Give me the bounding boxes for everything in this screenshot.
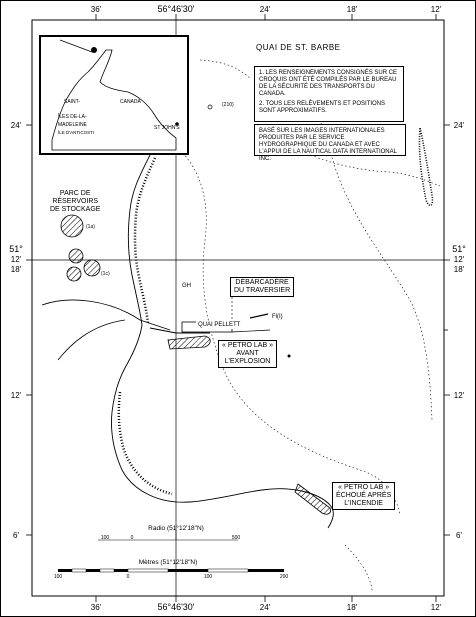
note-1: 1. LES RENSEIGNEMENTS CONSIGNÉS SUR CE C… [259, 70, 398, 97]
ferry-line2: DU TRAVERSIER [234, 287, 291, 294]
after-line3: L'INCENDIE [344, 500, 383, 507]
lat-left-4: 18' [11, 265, 22, 274]
before-line1: « PETRO LAB » [222, 342, 273, 349]
lat-left-2: 51° [9, 244, 23, 254]
frame-ticks [26, 14, 450, 602]
lon-bottom-4: 18' [347, 603, 358, 612]
lat-right-4: 18' [454, 265, 465, 274]
lat-right-5: 12' [454, 391, 465, 400]
depth-label: (210) [222, 102, 234, 108]
chart-title: QUAI DE ST. BARBE [256, 43, 341, 52]
depth-contour-3 [199, 59, 251, 79]
beach-dots-south [117, 391, 173, 496]
beach-dots-north [133, 157, 157, 325]
note-2: 2. TOUS LES RELÈVEMENTS ET POSITIONS SON… [259, 101, 386, 114]
inset-city-dot [175, 122, 179, 126]
coastline [111, 154, 334, 529]
depth-contour-5 [344, 544, 373, 591]
quay-label: QUAI PELLETT [196, 321, 243, 329]
notes-box: 1. LES RENSEIGNEMENTS CONSIGNÉS SUR CE C… [254, 66, 404, 122]
vessel-before-label: « PETRO LAB » AVANT L'EXPLOSION [218, 340, 277, 368]
storage-tank-2 [68, 248, 84, 264]
lon-top-3: 24' [260, 5, 271, 14]
inset-st-johns: ST JOHN'S [154, 125, 180, 131]
inset-left-small: ÎLE D'ANTICOSTI [57, 129, 94, 135]
inset-left-upper: ÎLES DE-LA- [57, 113, 87, 120]
anchor-symbol [287, 354, 291, 358]
lon-bottom-2: 56°46'30' [157, 602, 194, 612]
depth-contour-4 [299, 149, 441, 187]
inset-label-b: SAINT- [64, 99, 80, 105]
upper-scale-500: 500 [232, 535, 241, 541]
scale-zero: 0 [127, 574, 130, 580]
vessel-before-explosion [167, 335, 211, 350]
inset-left-lower: MADELEINE [58, 122, 88, 128]
scale-title: Mètres (51°12'18"N) [139, 558, 198, 566]
lon-bottom-3: 24' [260, 603, 271, 612]
inset-map-frame [39, 35, 189, 155]
tank-label-3: (1c) [101, 271, 110, 277]
inner-frame [31, 19, 445, 597]
storage-tank-3 [83, 259, 101, 277]
lon-top-4: 18' [347, 5, 358, 14]
inset-pointer [59, 39, 93, 53]
after-line1: « PETRO LAB » [338, 484, 390, 491]
inset-location-marker [91, 47, 97, 53]
lat-right-3: 12' [454, 255, 465, 264]
pier-line [231, 329, 271, 333]
lat-right-6: 6' [456, 531, 462, 540]
tank-label-1: (1a) [86, 224, 95, 230]
lat-left-1: 24' [11, 121, 22, 130]
island-east [418, 127, 434, 207]
lon-bottom-5: 12' [431, 603, 442, 612]
breakwater-inner [57, 319, 126, 361]
lon-top-2: 56°46'30' [157, 4, 194, 14]
before-line2: AVANT [236, 350, 259, 357]
scale-bar [58, 568, 284, 573]
inset-label-a: CANADA [120, 99, 142, 105]
depth-contour-1 [179, 149, 401, 516]
after-line2: ÉCHOUÉ APRÈS [336, 492, 392, 499]
lon-top-5: 12' [431, 5, 442, 14]
scale-right: 200 [280, 574, 289, 580]
upper-scale-100: 100 [101, 535, 110, 541]
vessel-after-fire [294, 483, 331, 515]
lon-bottom-1: 36' [91, 603, 102, 612]
depth-contour-2 [259, 69, 433, 421]
ferry-line1: DÉBARCADÈRE [235, 279, 289, 286]
breakwater-north [41, 299, 171, 331]
tank-park-line1: PARC DE [59, 190, 91, 197]
radio-label: Radio (51°12'18"N) [148, 524, 204, 532]
inset-landmass [51, 49, 177, 151]
scale-100: 100 [204, 574, 213, 580]
ferry-landing-label: DÉBARCADÈRE DU TRAVERSIER [230, 277, 295, 297]
vessel-after-label: « PETRO LAB » ÉCHOUÉ APRÈS L'INCENDIE [332, 482, 396, 510]
storage-tank-4 [66, 266, 82, 282]
causeway [149, 327, 210, 334]
scale-left: 100 [54, 574, 63, 580]
gh-label: GH [182, 283, 191, 289]
lat-right-2: 51° [452, 244, 466, 254]
lat-left-3: 12' [11, 255, 22, 264]
tank-park-label: PARC DE RÉSERVOIRS DE STOCKAGE [50, 190, 100, 214]
tank-park-line3: DE STOCKAGE [50, 206, 101, 213]
tank-park-line2: RÉSERVOIRS [52, 198, 99, 205]
light-marker [249, 313, 269, 319]
upper-scale-0: 0 [131, 535, 134, 541]
fl-label: Fl(I) [272, 314, 283, 320]
lat-right-1: 24' [454, 121, 465, 130]
storage-tank-1 [60, 214, 84, 238]
lon-top-1: 36' [91, 5, 102, 14]
before-line3: L'EXPLOSION [224, 358, 271, 365]
rock-symbol [207, 104, 213, 110]
lat-left-5: 12' [11, 391, 22, 400]
lat-left-6: 6' [13, 531, 19, 540]
source-box: BASÉ SUR LES IMAGES INTERNATIONALES PROD… [254, 124, 406, 162]
